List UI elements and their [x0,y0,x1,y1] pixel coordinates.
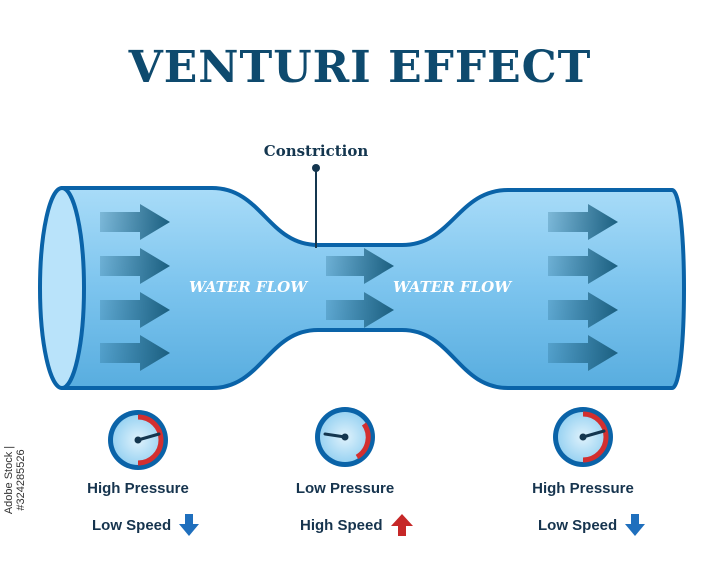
flow-arrow [100,292,170,328]
pressure-label-right: High Pressure [532,480,634,497]
speed-label-left: Low Speed [92,516,172,534]
speed-row-middle: High Speed [300,514,413,536]
speed-label-middle: High Speed [300,516,383,534]
speed-row-right: Low Speed [538,514,646,536]
flow-arrow [548,335,618,371]
arrow-down-icon [179,514,200,536]
pressure-label-left: High Pressure [87,480,189,497]
flow-arrows-middle [326,248,394,328]
flow-arrow [100,248,170,284]
stock-watermark: Adobe Stock | #324285526 [3,445,27,515]
pipe-opening [38,186,86,390]
speed-row-left: Low Speed [92,514,200,536]
pressure-label-middle: Low Pressure [295,480,395,497]
flow-arrow [326,292,394,328]
pressure-gauge-left [108,410,168,470]
pipe-body [60,186,686,390]
flow-arrow [100,335,170,371]
flow-label-left: WATER FLOW [189,278,309,296]
diagram-title: VENTURI EFFECT [128,42,592,93]
constriction-pointer-dot [312,164,320,172]
pressure-gauge-right [553,407,613,467]
speed-label-right: Low Speed [538,516,618,534]
flow-arrows-right [548,204,618,371]
flow-arrow [548,248,618,284]
arrow-down-icon [625,514,646,536]
flow-arrow [326,248,394,284]
flow-label-right: WATER FLOW [393,278,513,296]
flow-arrow [548,204,618,240]
flow-arrows-left [100,204,170,371]
pressure-gauge-middle [315,407,375,467]
constriction-label: Constriction [263,142,369,160]
flow-arrow [548,292,618,328]
arrow-up-icon [390,514,413,536]
flow-arrow [100,204,170,240]
